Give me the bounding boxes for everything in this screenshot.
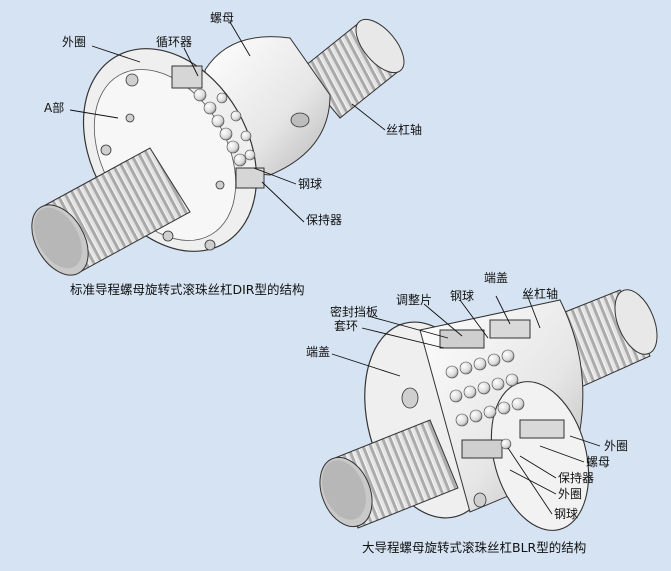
label-outer-ring-bottom: 外圈	[558, 487, 582, 501]
leader-steel-ball-bottom	[507, 447, 553, 515]
label-sleeve-ring: 套环	[334, 319, 358, 333]
label-recirculator: 循环器	[156, 35, 192, 49]
label-nut: 螺母	[210, 11, 234, 25]
leader-recirculator	[183, 47, 199, 77]
dir-diagram: 外圈 循环器 螺母 A部 丝杠轴 钢球 保持器 标准导程螺母旋转式滚珠丝杠DIR…	[31, 11, 422, 297]
leader-nut	[229, 21, 251, 57]
leader-a-part	[69, 109, 119, 119]
leader-end-cap-top	[495, 295, 511, 325]
label-seal-plate: 密封挡板	[330, 304, 378, 319]
label-end-cap-top: 端盖	[484, 271, 508, 285]
leader-outer-ring	[91, 45, 141, 63]
leader-screw-shaft	[351, 103, 386, 131]
label-steel-ball-bottom: 钢球	[554, 507, 578, 521]
caption-blr: 大导程螺母旋转式滚珠丝杠BLR型的结构	[362, 540, 586, 555]
label-steel-ball-top: 钢球	[450, 289, 474, 303]
leader-retainer-bottom	[519, 455, 557, 479]
leader-outer-ring-right	[569, 435, 601, 447]
label-a-part: A部	[44, 100, 64, 115]
blr-internal-parts	[439, 319, 565, 459]
leader-adjust-shim	[423, 303, 463, 337]
label-outer-ring-right: 外圈	[604, 439, 628, 453]
leader-steel-ball	[253, 167, 297, 185]
leader-nut-bottom	[539, 445, 585, 463]
blr-diagram: 端盖 丝杠轴 密封挡板 调整片 钢球 套环 端盖 外圈 螺母 保持器 外圈 钢球…	[306, 271, 658, 555]
label-retainer-bottom: 保持器	[558, 470, 594, 485]
dir-recirculator	[171, 65, 265, 189]
blr-steel-balls	[445, 349, 525, 450]
label-screw-shaft-bottom: 丝杠轴	[522, 286, 558, 301]
caption-dir: 标准导程螺母旋转式滚珠丝杠DIR型的结构	[70, 282, 305, 297]
leader-end-cap-left	[331, 353, 401, 377]
label-nut-bottom: 螺母	[586, 455, 610, 469]
label-adjust-shim: 调整片	[396, 292, 432, 307]
leader-screw-shaft-bottom	[525, 291, 541, 329]
leader-outer-ring-bottom	[509, 469, 557, 495]
leader-steel-ball-top	[459, 299, 489, 339]
dir-screw-shaft-left	[31, 147, 191, 276]
label-retainer: 保持器	[306, 212, 342, 227]
leader-sleeve-ring	[361, 327, 445, 349]
label-outer-ring: 外圈	[62, 35, 86, 49]
label-screw-shaft: 丝杠轴	[386, 122, 422, 137]
leader-retainer	[261, 181, 305, 223]
dir-steel-balls	[193, 88, 256, 167]
label-steel-ball: 钢球	[298, 177, 322, 191]
leader-seal-plate	[367, 315, 449, 339]
blr-screw-shaft-left	[319, 419, 459, 529]
label-end-cap-left: 端盖	[306, 345, 330, 359]
